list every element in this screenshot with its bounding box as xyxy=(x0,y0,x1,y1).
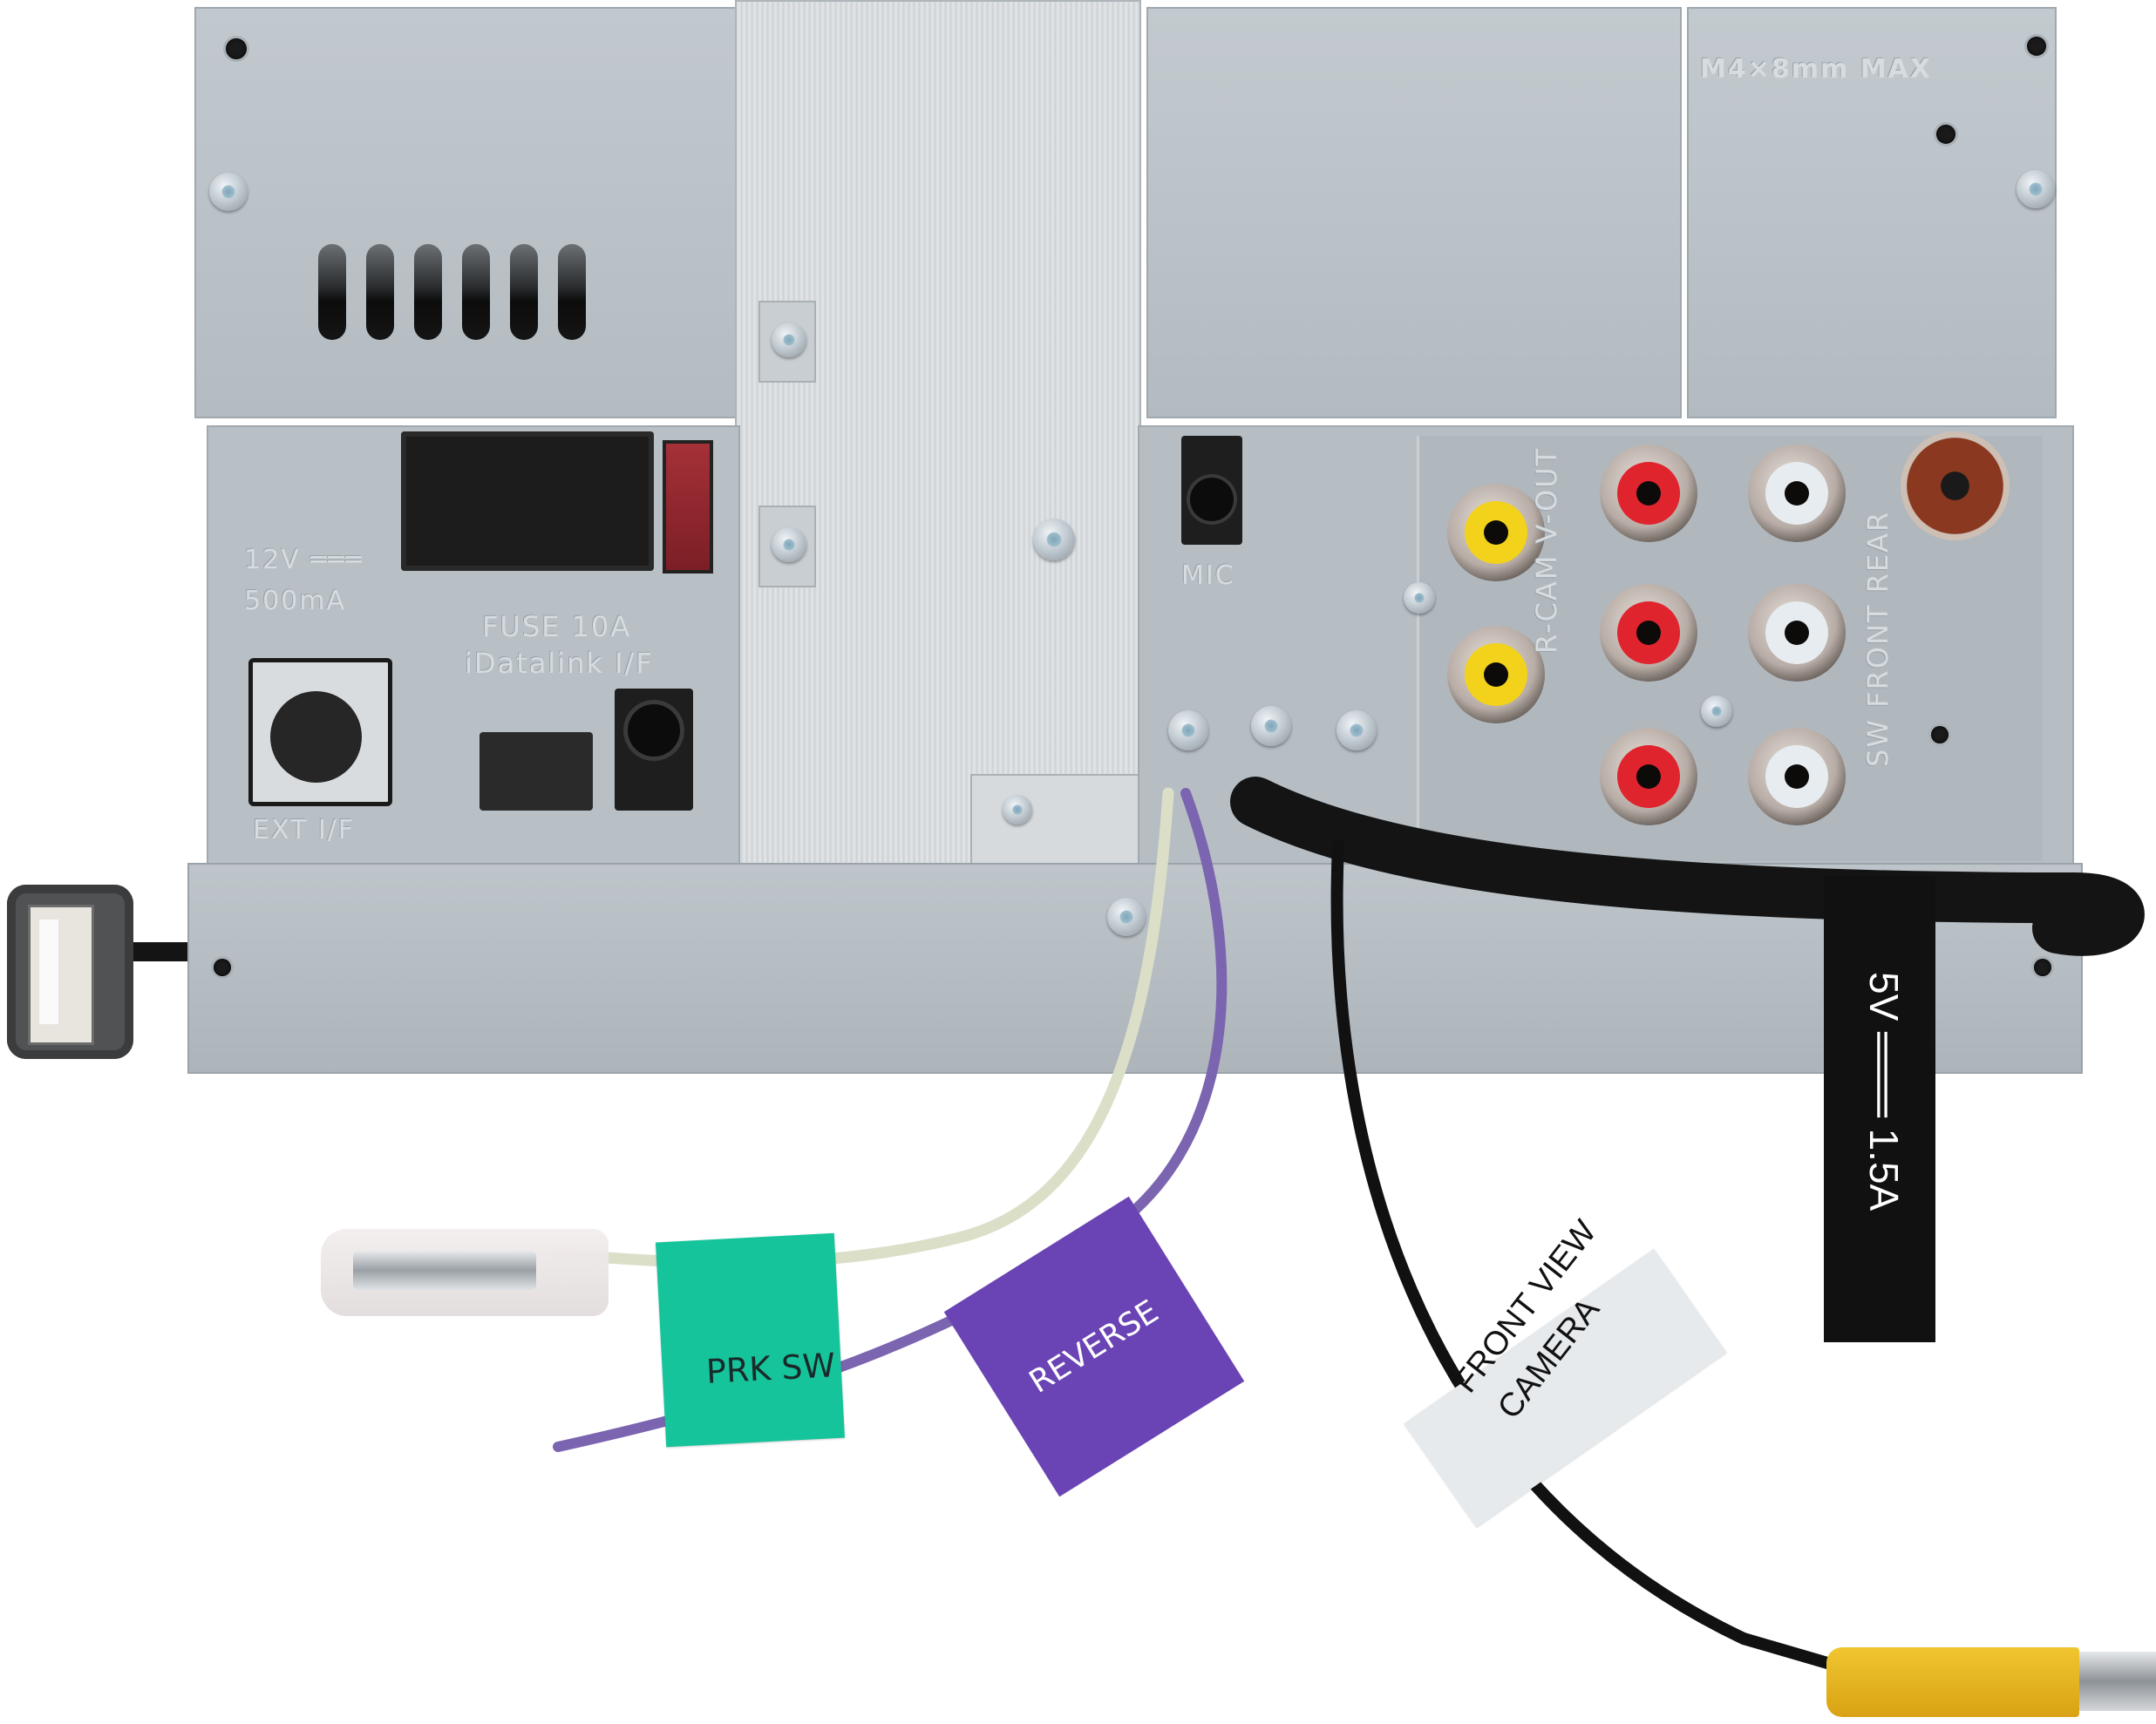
center-bracket xyxy=(735,0,1141,873)
rca-plug-tip xyxy=(2079,1652,2156,1711)
vent-slot xyxy=(366,244,394,340)
mic-label: MIC xyxy=(1181,560,1235,591)
sw-r-rca-jack[interactable] xyxy=(1600,728,1697,825)
mount-hole xyxy=(1936,125,1955,144)
usb-power-rating-label: 5V ═══ 1.5A xyxy=(1861,972,1907,1212)
top-left-panel xyxy=(194,7,740,418)
r-cam-rca-jack[interactable] xyxy=(1447,626,1545,723)
vent-slot xyxy=(414,244,442,340)
screw-icon xyxy=(1701,696,1732,727)
head-unit-chassis: M4×8mm MAX 12V ═══ 500mA FUSE 10A iDatal… xyxy=(187,0,2083,1074)
parking-brake-wire xyxy=(552,787,1174,1269)
mount-hole xyxy=(1931,726,1949,743)
screw-icon xyxy=(1404,582,1435,614)
idatalink-port[interactable] xyxy=(479,732,593,811)
usb-port-opening xyxy=(28,905,94,1045)
fuse-10a[interactable] xyxy=(663,440,713,574)
screw-icon xyxy=(2017,170,2055,208)
usb-power-label: 12V ═══ xyxy=(244,545,364,575)
mount-hole xyxy=(2034,959,2051,976)
antenna-jack[interactable] xyxy=(1901,431,2010,540)
mount-hole xyxy=(2027,37,2046,56)
vent-slot xyxy=(510,244,538,340)
rear-r-rca-jack[interactable] xyxy=(1600,445,1697,542)
screw-icon xyxy=(1107,898,1146,936)
front-camera-rca-plug[interactable] xyxy=(1826,1647,2079,1717)
spade-terminal-metal xyxy=(353,1251,536,1290)
prk-sw-tag xyxy=(655,1232,846,1448)
front-r-rca-jack[interactable] xyxy=(1600,584,1697,682)
main-harness-connector[interactable] xyxy=(401,431,654,571)
screw-spec-label: M4×8mm MAX xyxy=(1700,54,1932,85)
rear-l-rca-jack[interactable] xyxy=(1748,445,1846,542)
front-l-rca-jack[interactable] xyxy=(1748,584,1846,682)
mount-hole xyxy=(214,959,231,976)
front-camera-cable xyxy=(1330,839,1854,1675)
usb-power-cable xyxy=(1230,777,2145,956)
top-right-panel xyxy=(1687,7,2057,418)
sw-l-rca-jack[interactable] xyxy=(1748,728,1846,825)
ground-screw-icon xyxy=(1251,706,1291,746)
jack-opening xyxy=(628,704,680,757)
top-center-panel xyxy=(1146,7,1682,418)
vent-slot xyxy=(462,244,490,340)
ground-screw-icon xyxy=(1336,710,1377,750)
vent-slot xyxy=(318,244,346,340)
mount-hole xyxy=(226,38,247,59)
usb-power-tag xyxy=(1824,876,1935,1342)
jack-opening xyxy=(1190,478,1234,521)
usb-current-label: 500mA xyxy=(244,586,347,616)
ext-if-socket xyxy=(270,691,362,783)
screw-icon xyxy=(1003,795,1032,825)
screw-icon xyxy=(772,322,806,357)
ext-if-label: EXT I/F xyxy=(253,815,356,845)
ground-screw-icon xyxy=(1168,710,1208,750)
screw-icon xyxy=(772,527,806,562)
screw-icon xyxy=(209,173,248,211)
screw-icon xyxy=(1033,519,1075,560)
usb-tongue xyxy=(39,920,58,1024)
fuse-label: FUSE 10A xyxy=(482,610,632,643)
bracket-lower-plate xyxy=(970,774,1139,873)
v-out-rca-jack[interactable] xyxy=(1447,484,1545,581)
vent-slot xyxy=(558,244,586,340)
prk-sw-label: PRK SW xyxy=(704,1346,837,1391)
idatalink-label: iDatalink I/F xyxy=(465,647,654,680)
